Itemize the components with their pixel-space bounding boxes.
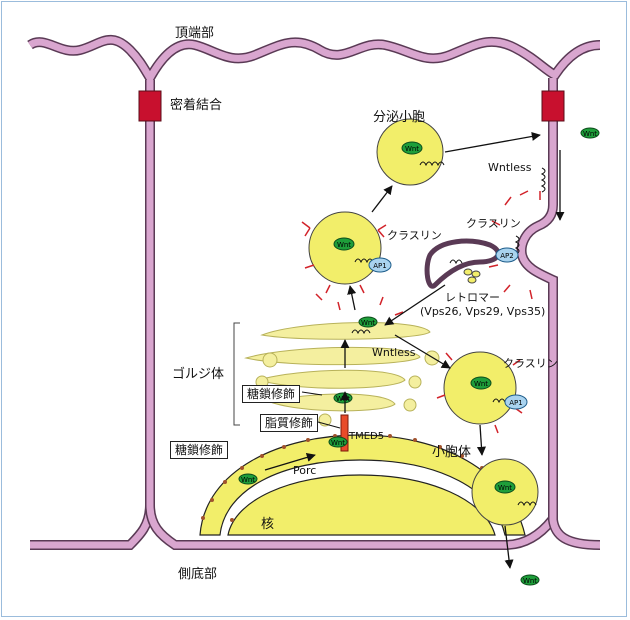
wntless-coils — [351, 161, 546, 507]
lipid-mod-leader — [317, 421, 341, 429]
retromer-subunits: (Vps26, Vps29, Vps35) — [420, 305, 546, 318]
clathrin-golgi-label: クラスリン — [387, 229, 442, 242]
trafficking-arrows — [264, 131, 565, 569]
retromer-complex — [463, 268, 481, 284]
wntless-golgi-label: Wntless — [372, 346, 416, 359]
svg-text:Wnt: Wnt — [241, 476, 255, 484]
er-label: 小胞体 — [432, 445, 472, 460]
golgi-stack — [244, 322, 440, 427]
golgi-label: ゴルジ体 — [172, 367, 225, 382]
right-lateral-membrane — [516, 78, 601, 550]
ap1-golgi-vesicle — [368, 257, 392, 273]
apical-label: 頂端部 — [175, 26, 215, 41]
svg-text:AP1: AP1 — [509, 399, 522, 407]
ap2-membrane — [495, 247, 519, 263]
svg-text:Wnt: Wnt — [331, 439, 345, 447]
glyco-golgi-leader — [301, 391, 323, 396]
adaptor-tags: AP1 AP2 AP1 — [373, 252, 522, 407]
tmed5-channel — [340, 414, 349, 452]
svg-text:Wnt: Wnt — [523, 577, 537, 585]
nucleus-label: 核 — [261, 517, 275, 532]
apical-membrane — [27, 35, 601, 88]
golgi-bracket — [233, 322, 240, 426]
svg-text:Wnt: Wnt — [474, 380, 488, 388]
wntless-membrane-label: Wntless — [488, 161, 532, 174]
endosome — [424, 238, 501, 289]
tight-junction-right — [541, 90, 565, 122]
tmed5-label: TMED5 — [349, 431, 385, 442]
svg-text:Wnt: Wnt — [337, 241, 351, 249]
retromer-label: レトロマー — [445, 291, 500, 304]
glyco-golgi-label: 糖鎖修飾 — [242, 385, 301, 403]
clathrin-vesicle-label: クラスリン — [503, 357, 558, 370]
ap1-right-vesicle — [504, 394, 528, 410]
porc-label: Porc — [293, 464, 317, 477]
adaptors — [368, 247, 528, 410]
svg-text:Wnt: Wnt — [405, 145, 419, 153]
nucleus-er — [199, 434, 526, 536]
secretory-vesicle-label: 分泌小胞 — [373, 110, 426, 125]
svg-text:AP1: AP1 — [373, 262, 386, 270]
tight-junction-label: 密着結合 — [170, 98, 223, 113]
svg-text:AP2: AP2 — [500, 252, 513, 260]
left-lateral-membrane — [30, 80, 556, 550]
tight-junction-left — [138, 90, 162, 122]
wnt-tags: Wnt Wnt Wnt Wnt Wnt Wnt Wnt Wnt Wnt Wnt — [241, 130, 597, 585]
lipid-mod-label: 脂質修飾 — [260, 414, 319, 432]
clathrin-coats — [301, 190, 541, 434]
clathrin-membrane-label: クラスリン — [466, 217, 521, 230]
svg-text:Wnt: Wnt — [583, 130, 597, 138]
svg-text:Wnt: Wnt — [361, 319, 375, 327]
glyco-er-label: 糖鎖修飾 — [170, 441, 229, 459]
svg-text:Wnt: Wnt — [336, 395, 350, 403]
basolateral-label: 側底部 — [178, 567, 218, 582]
svg-text:Wnt: Wnt — [498, 484, 512, 492]
